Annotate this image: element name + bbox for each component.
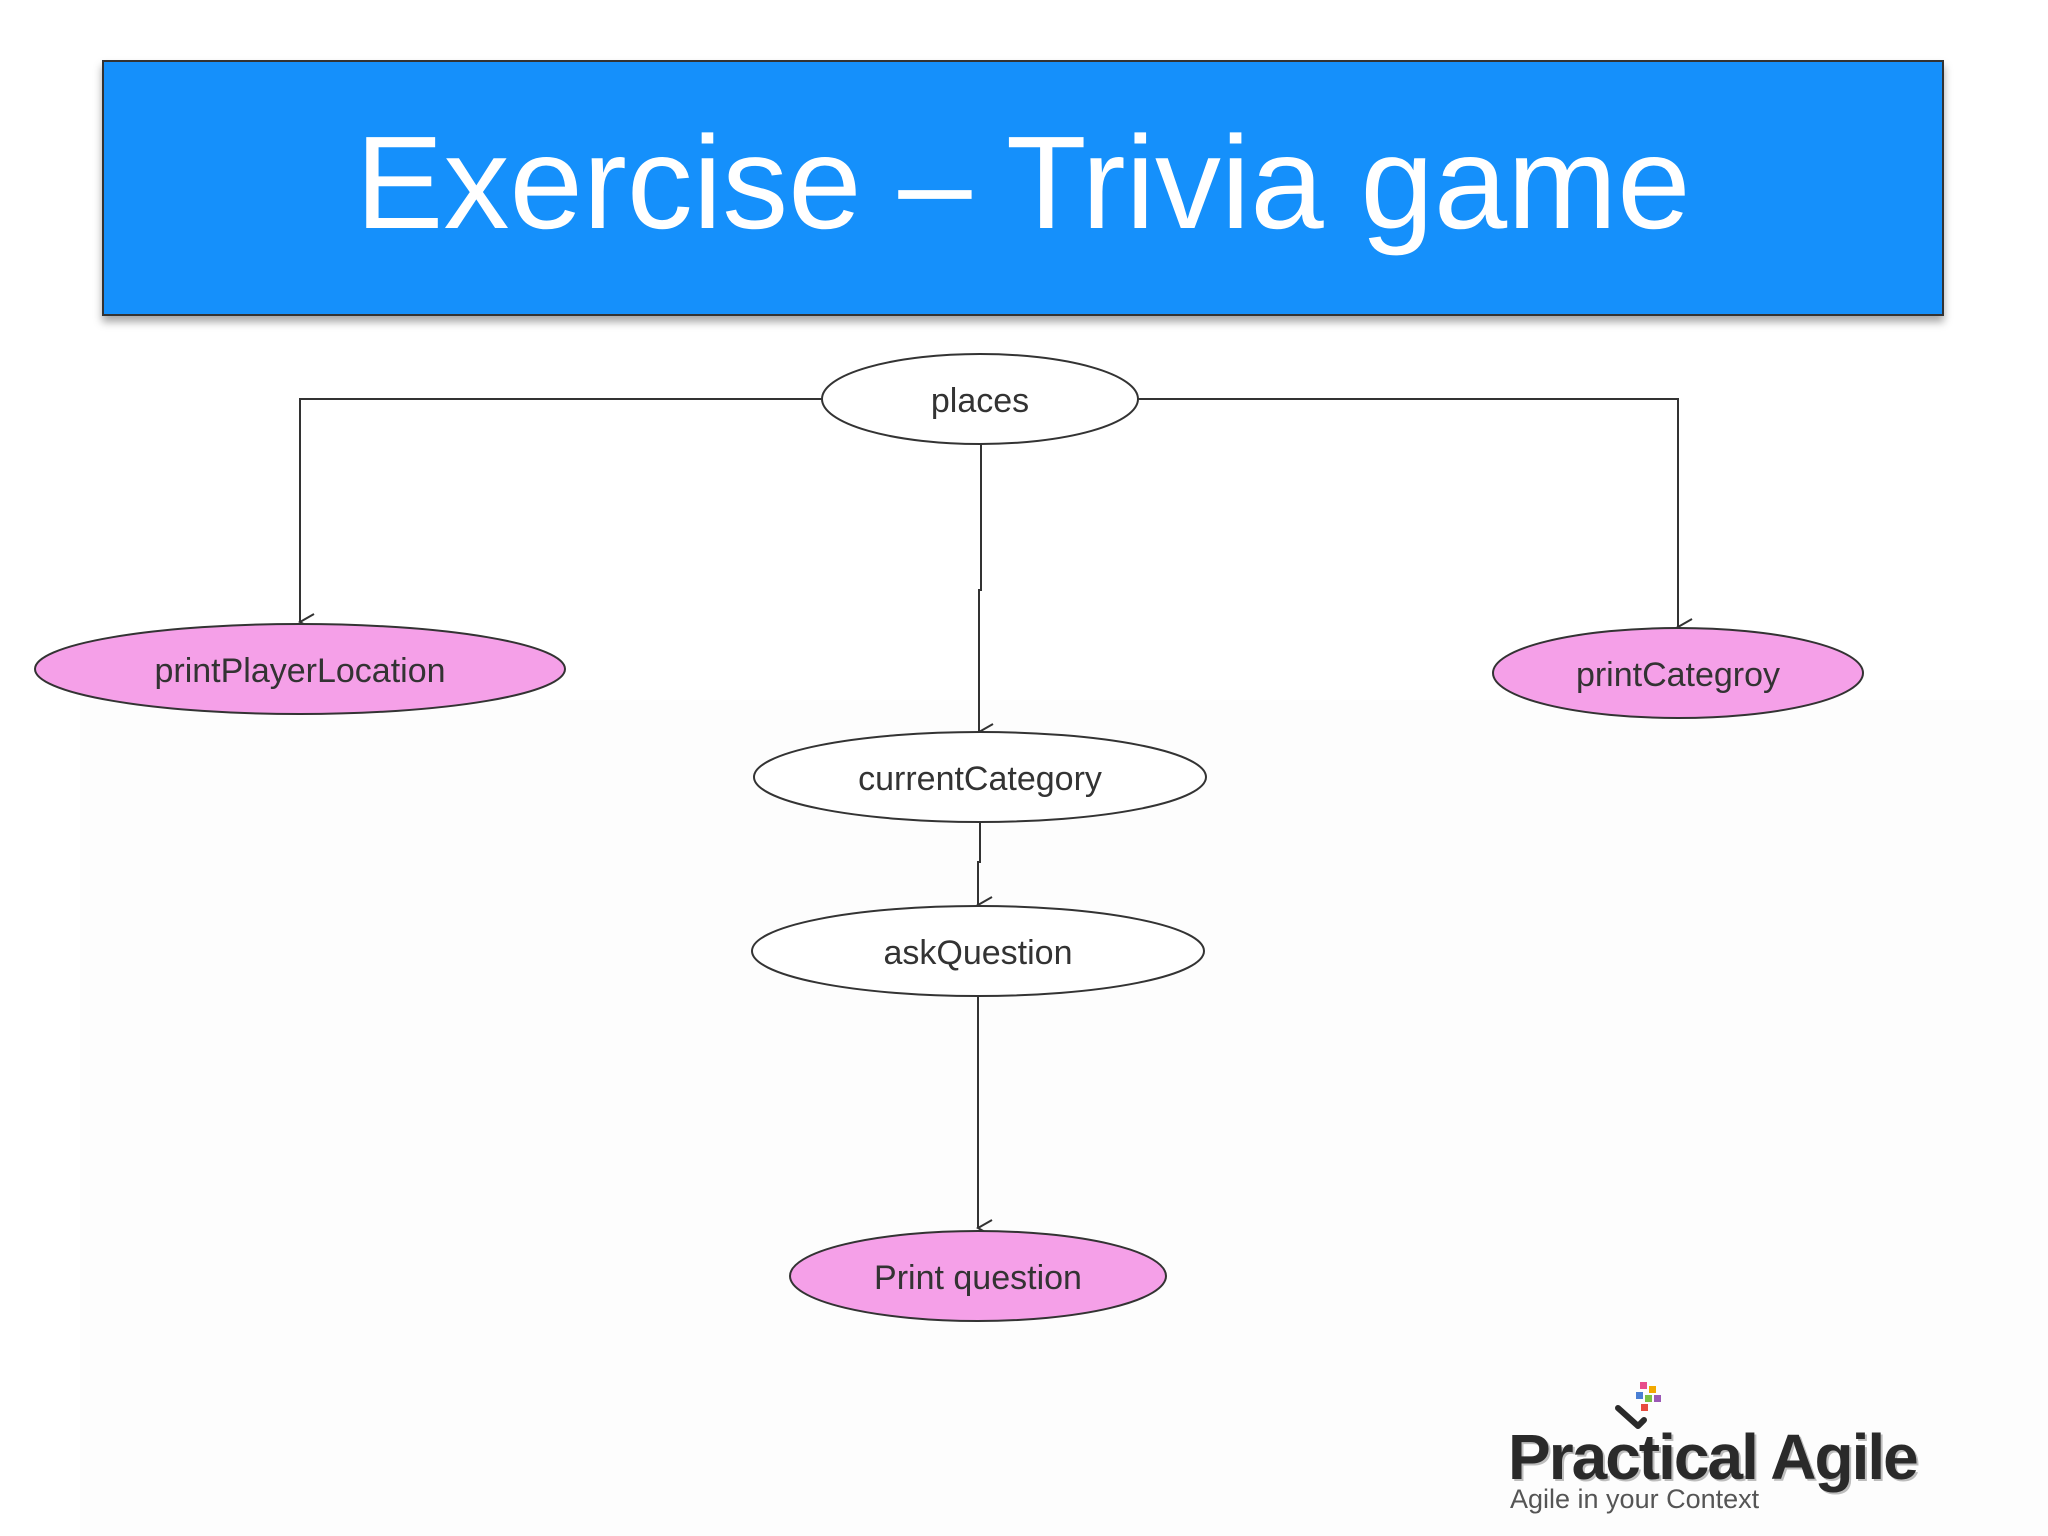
node-print-player-location[interactable]: printPlayerLocation [34, 623, 566, 715]
node-current-category-label: currentCategory [858, 760, 1102, 798]
node-ask-question-label: askQuestion [884, 934, 1073, 972]
logo-tagline: Agile in your Context [1510, 1484, 1760, 1514]
node-places[interactable]: places [821, 353, 1139, 445]
node-print-question[interactable]: Print question [789, 1230, 1167, 1322]
logo-mark-icon [1615, 1382, 1661, 1429]
edge-currentcategory-to-askquestion [975, 822, 993, 914]
slide-title: Exercise – Trivia game [355, 109, 1691, 256]
node-print-category[interactable]: printCategroy [1492, 627, 1864, 719]
node-print-question-label: Print question [874, 1259, 1082, 1297]
node-print-category-label: printCategroy [1576, 656, 1780, 694]
slide-background [80, 700, 2048, 1536]
practical-agile-logo: Practical Agile Agile in your Context [1500, 1380, 1930, 1520]
logo-name: Practical Agile [1508, 1421, 1919, 1493]
title-banner: Exercise – Trivia game [102, 60, 1944, 316]
node-places-label: places [931, 382, 1029, 420]
edges [297, 398, 1693, 1237]
node-print-player-location-label: printPlayerLocation [154, 652, 445, 690]
edge-places-to-printcategroy [1138, 398, 1693, 636]
edge-places-to-currentcategory [976, 444, 994, 741]
edge-places-to-printplayerlocation [297, 398, 822, 631]
node-ask-question[interactable]: askQuestion [751, 905, 1205, 997]
node-current-category[interactable]: currentCategory [753, 731, 1207, 823]
